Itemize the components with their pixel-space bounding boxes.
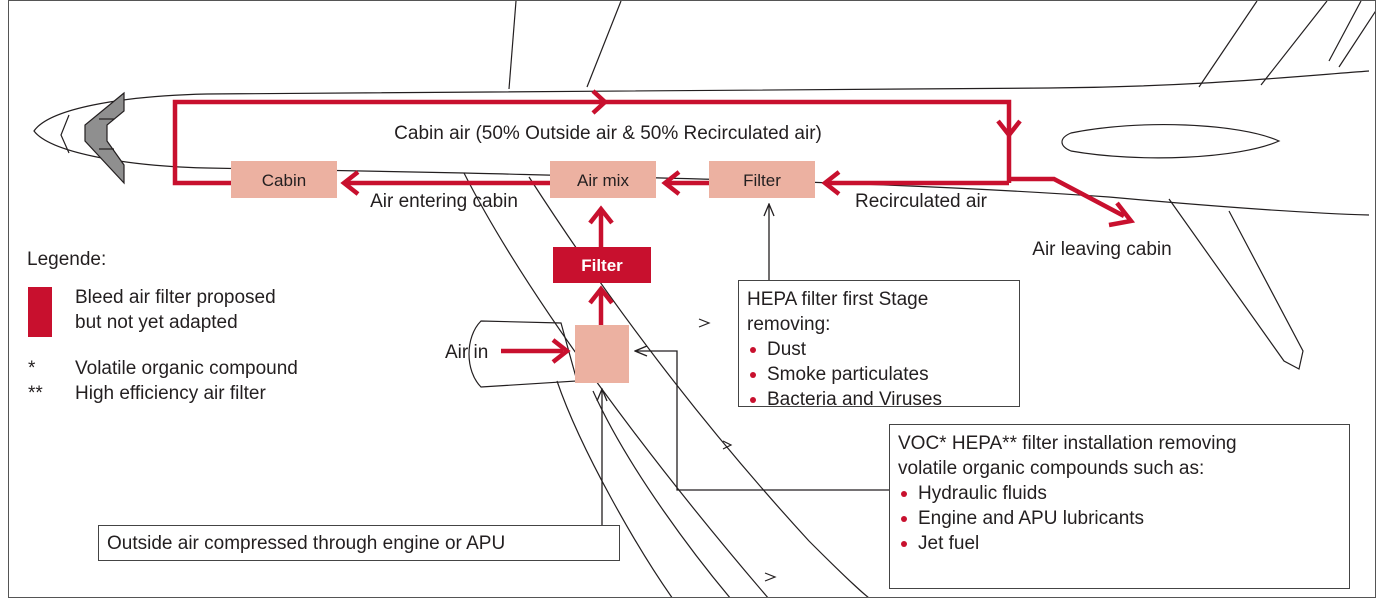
legend-symbol-hepa: ** xyxy=(28,383,43,404)
legend-swatch xyxy=(28,287,52,337)
cabin-box-label: Cabin xyxy=(262,171,306,190)
voc-note-list: Hydraulic fluids Engine and APU lubrican… xyxy=(898,481,1341,556)
air-entering-cabin-label: Air entering cabin xyxy=(370,191,518,212)
filter-box-label: Filter xyxy=(743,171,781,190)
air-mix-box xyxy=(550,161,656,198)
hepa-note-list: Dust Smoke particulates Bacteria and Vir… xyxy=(747,337,1011,412)
list-item: Dust xyxy=(747,337,1011,362)
list-item: Smoke particulates xyxy=(747,362,1011,387)
aircraft-diagram: Cabin Air mix Filter Filter Cabin air (5… xyxy=(33,1,1375,597)
filter-box xyxy=(709,161,815,198)
legend-title: Legende: xyxy=(27,249,107,270)
arrowhead-leaving xyxy=(1108,201,1136,228)
voc-note-title-line2: volatile organic compounds such as: xyxy=(898,458,1205,479)
air-in-label: Air in xyxy=(445,342,488,363)
hepa-note-title: HEPA filter first Stage removing: xyxy=(747,289,929,335)
arrowhead-air-in xyxy=(551,338,571,364)
legend-symbol-voc: * xyxy=(28,358,36,379)
list-item: Jet fuel xyxy=(898,531,1341,556)
outside-air-note: Outside air compressed through engine or… xyxy=(98,525,620,561)
list-item: Hydraulic fluids xyxy=(898,481,1341,506)
bleed-filter-box xyxy=(553,247,651,283)
air-mix-box-label: Air mix xyxy=(577,171,629,190)
air-in-box xyxy=(575,325,629,383)
voc-note-title-line1: VOC* HEPA** filter installation removing xyxy=(898,433,1237,454)
cabin-box xyxy=(231,161,337,198)
legend-swatch-line1: Bleed air filter proposed xyxy=(75,287,276,308)
arrowhead-up-1 xyxy=(588,285,614,305)
legend-swatch-line2: but not yet adapted xyxy=(75,312,238,333)
aircraft-outline xyxy=(33,1,1375,597)
diagram-frame: Cabin Air mix Filter Filter Cabin air (5… xyxy=(8,0,1376,598)
arrowhead-top xyxy=(591,89,609,115)
legend-text-hepa: High efficiency air filter xyxy=(75,383,266,404)
arrowhead-up-2 xyxy=(588,205,614,225)
list-item: Bacteria and Viruses xyxy=(747,387,1011,412)
recirculated-air-label: Recirculated air xyxy=(855,191,988,212)
arrowhead-to-cabin xyxy=(340,170,360,196)
bleed-filter-label: Filter xyxy=(581,256,623,275)
voc-note: VOC* HEPA** filter installation removing… xyxy=(889,424,1350,589)
flow-arrowheads xyxy=(340,89,1136,364)
voc-pointer xyxy=(635,351,889,491)
cabin-air-label: Cabin air (50% Outside air & 50% Recircu… xyxy=(394,123,822,144)
outside-air-label: Outside air compressed through engine or… xyxy=(107,533,506,554)
connector-lines xyxy=(602,204,889,536)
arrowhead-filter-to-mix xyxy=(661,170,681,196)
legend-text-voc: Volatile organic compound xyxy=(75,358,298,379)
hepa-note: HEPA filter first Stage removing: Dust S… xyxy=(738,280,1020,410)
arrowhead-recirculated xyxy=(821,170,841,196)
list-item: Engine and APU lubricants xyxy=(898,506,1341,531)
arrowhead-down xyxy=(996,119,1022,139)
air-leaving-cabin-label: Air leaving cabin xyxy=(1032,239,1171,260)
